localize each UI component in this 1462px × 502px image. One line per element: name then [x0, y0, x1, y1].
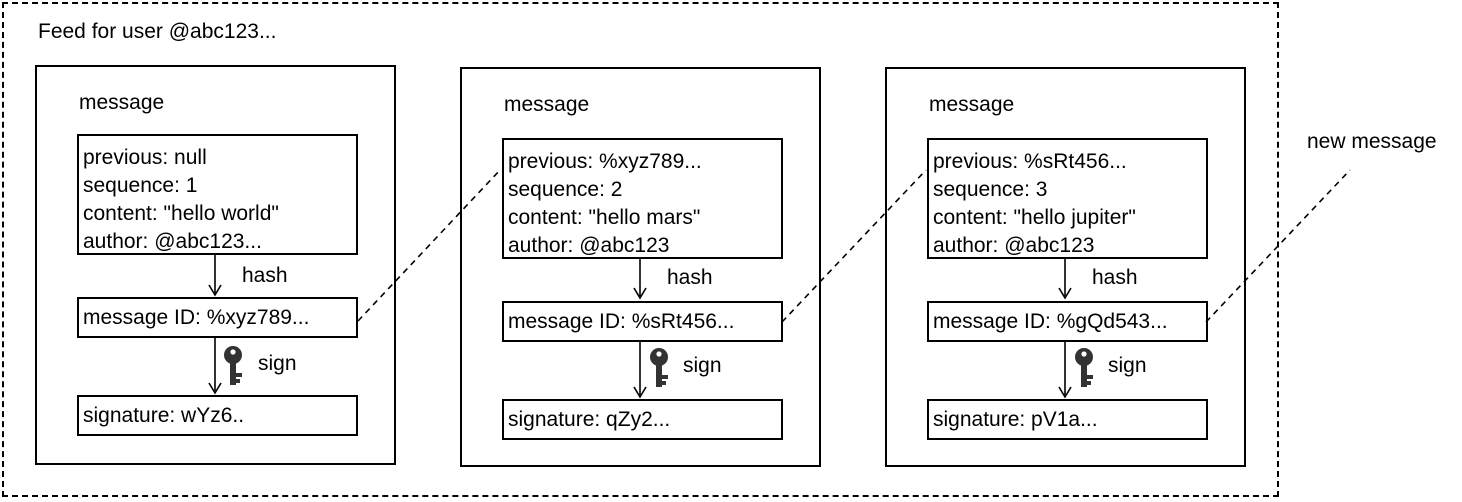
message-label: message	[504, 93, 590, 116]
sequence-field: sequence: 2	[508, 178, 623, 201]
sequence-field: sequence: 1	[83, 174, 198, 197]
message-block-2: message previous: %xyz789... sequence: 2…	[460, 67, 821, 467]
message-block-3: message previous: %sRt456... sequence: 3…	[885, 67, 1246, 467]
new-message-label: new message	[1307, 130, 1437, 153]
signature-box: signature: wYz6..	[77, 395, 358, 436]
content-field: content: "hello mars"	[508, 206, 701, 229]
author-field: author: @abc123	[933, 234, 1095, 257]
feed-title: Feed for user @abc123...	[38, 20, 277, 43]
message-label: message	[929, 93, 1015, 116]
author-field: author: @abc123	[508, 234, 670, 257]
message-fields-box: previous: %sRt456... sequence: 3 content…	[927, 138, 1208, 259]
sign-label: sign	[1108, 354, 1147, 377]
signature-box: signature: qZy2...	[502, 399, 783, 440]
hash-label: hash	[242, 264, 288, 287]
sequence-field: sequence: 3	[933, 178, 1048, 201]
message-label: message	[79, 91, 165, 114]
sign-label: sign	[258, 352, 297, 375]
hash-label: hash	[667, 266, 713, 289]
content-field: content: "hello jupiter"	[933, 206, 1136, 229]
message-block-1: message previous: null sequence: 1 conte…	[35, 65, 396, 465]
message-id-box: message ID: %xyz789...	[77, 297, 358, 338]
message-fields-box: previous: null sequence: 1 content: "hel…	[77, 134, 358, 255]
sign-label: sign	[683, 354, 722, 377]
message-id-box: message ID: %sRt456...	[502, 301, 783, 342]
hash-label: hash	[1092, 266, 1138, 289]
message-id-box: message ID: %gQd543...	[927, 301, 1208, 342]
previous-field: previous: %sRt456...	[933, 150, 1127, 173]
content-field: content: "hello world"	[83, 202, 279, 225]
previous-field: previous: %xyz789...	[508, 150, 702, 173]
message-fields-box: previous: %xyz789... sequence: 2 content…	[502, 138, 783, 259]
previous-field: previous: null	[83, 146, 207, 169]
author-field: author: @abc123...	[83, 230, 262, 253]
signature-box: signature: pV1a...	[927, 399, 1208, 440]
